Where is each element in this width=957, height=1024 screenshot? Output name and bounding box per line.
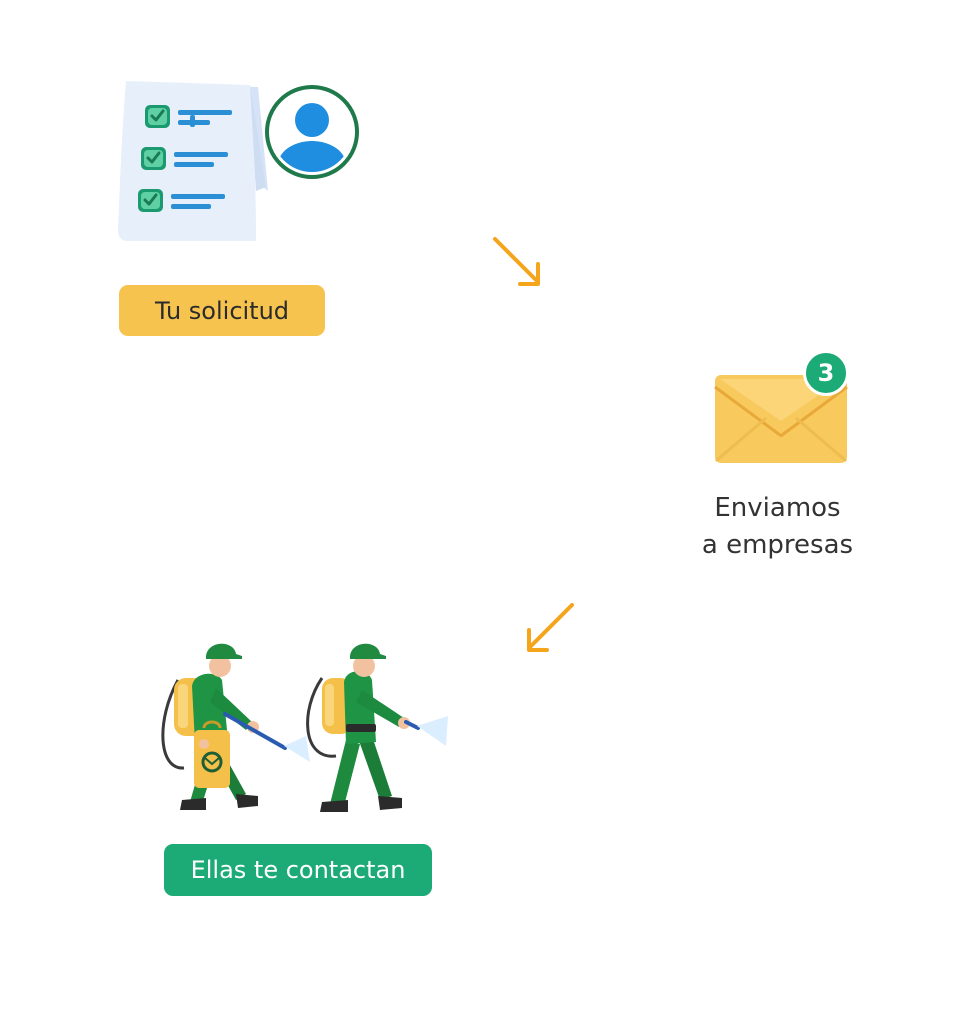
caption-line-1: Enviamos [714,493,841,523]
step-ellas-te-contactan: Ellas te contactan [150,610,460,920]
arrow-down-left-icon [527,603,574,652]
arrow-down-right-icon [493,237,540,286]
badge-count: 3 [817,359,835,387]
notification-badge: 3 [803,350,849,396]
step-label-ellas-te-contactan: Ellas te contactan [164,844,432,896]
step-label-tu-solicitud: Tu solicitud [119,285,325,336]
caption-line-2: a empresas [701,530,854,560]
step-tu-solicitud: Tu solicitud [90,65,360,375]
fumigation-workers-icon [161,643,448,812]
checklist-document-user-icon [118,81,359,241]
envelope-icon [714,375,848,463]
worker-right [306,643,448,812]
step-enviamos-a-empresas: 3 Enviamos a empresas [700,305,875,610]
step-label-enviamos-a-empresas: Enviamos a empresas [690,490,865,564]
worker-left [161,643,310,810]
